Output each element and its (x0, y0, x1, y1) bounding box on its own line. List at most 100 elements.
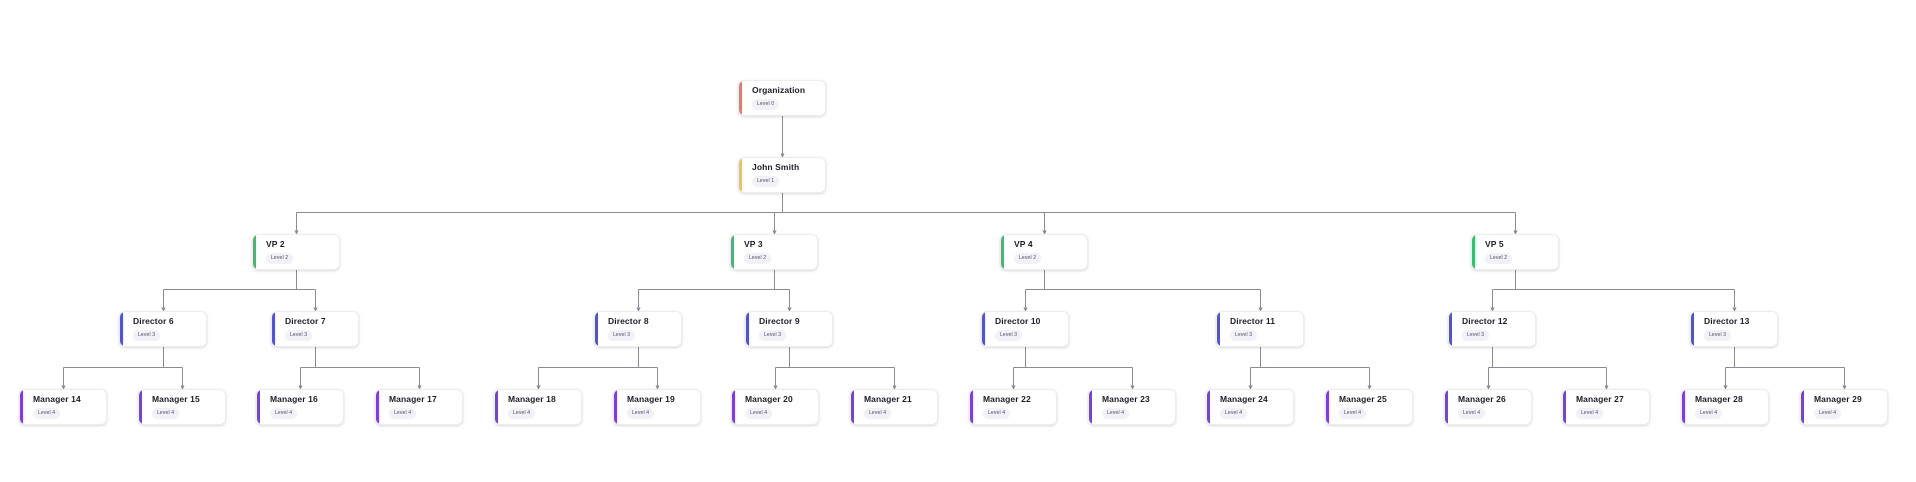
node-level-accent-bar (739, 158, 742, 192)
node-body: Manager 27 Level 4 (1566, 390, 1649, 424)
node-level-badge: Level 4 (1458, 407, 1486, 419)
node-body: VP 2 Level 2 (256, 235, 339, 269)
node-title: Director 11 (1230, 316, 1276, 327)
node-title: Director 6 (133, 316, 174, 327)
org-node-manager-17[interactable]: Manager 17 Level 4 (375, 389, 463, 425)
node-level-badge: Level 4 (1102, 407, 1130, 419)
node-title: Manager 19 (627, 394, 675, 405)
node-level-badge: Level 4 (152, 407, 180, 419)
node-level-accent-bar (1801, 390, 1804, 424)
org-node-manager-20[interactable]: Manager 20 Level 4 (731, 389, 819, 425)
node-level-badge: Level 2 (1485, 252, 1513, 264)
node-title: VP 2 (266, 239, 285, 250)
org-node-manager-27[interactable]: Manager 27 Level 4 (1562, 389, 1650, 425)
node-level-badge: Level 3 (1230, 329, 1258, 341)
org-node-manager-28[interactable]: Manager 28 Level 4 (1681, 389, 1769, 425)
node-level-badge: Level 0 (752, 98, 780, 110)
node-level-badge: Level 4 (1576, 407, 1604, 419)
node-title: Manager 22 (983, 394, 1031, 405)
node-level-badge: Level 4 (508, 407, 536, 419)
node-body: Manager 17 Level 4 (379, 390, 462, 424)
node-level-accent-bar (1089, 390, 1092, 424)
node-level-accent-bar (1563, 390, 1566, 424)
node-level-badge: Level 4 (389, 407, 417, 419)
org-node-director-8[interactable]: Director 8 Level 3 (594, 311, 682, 347)
org-node-manager-22[interactable]: Manager 22 Level 4 (969, 389, 1057, 425)
node-title: Manager 25 (1339, 394, 1387, 405)
node-level-badge: Level 4 (1814, 407, 1842, 419)
node-title: VP 4 (1014, 239, 1033, 250)
node-title: Manager 27 (1576, 394, 1624, 405)
node-level-badge: Level 1 (752, 175, 780, 187)
node-level-badge: Level 4 (983, 407, 1011, 419)
node-title: Organization (752, 85, 806, 96)
node-body: Manager 28 Level 4 (1685, 390, 1768, 424)
node-title: Manager 20 (745, 394, 793, 405)
node-level-badge: Level 3 (285, 329, 313, 341)
node-level-badge: Level 3 (608, 329, 636, 341)
node-body: Manager 20 Level 4 (735, 390, 818, 424)
node-level-accent-bar (970, 390, 973, 424)
node-level-accent-bar (1682, 390, 1685, 424)
node-body: Manager 22 Level 4 (973, 390, 1056, 424)
node-level-accent-bar (1207, 390, 1210, 424)
node-body: Director 8 Level 3 (598, 312, 681, 346)
node-level-badge: Level 2 (266, 252, 294, 264)
node-title: John Smith (752, 162, 800, 173)
node-level-accent-bar (20, 390, 23, 424)
node-level-badge: Level 4 (745, 407, 773, 419)
node-level-accent-bar (746, 312, 749, 346)
node-body: Director 11 Level 3 (1220, 312, 1303, 346)
node-level-badge: Level 4 (1695, 407, 1723, 419)
node-level-accent-bar (257, 390, 260, 424)
node-level-accent-bar (376, 390, 379, 424)
node-level-badge: Level 3 (1462, 329, 1490, 341)
node-level-accent-bar (731, 235, 734, 269)
node-level-badge: Level 3 (1704, 329, 1732, 341)
node-title: Director 8 (608, 316, 649, 327)
org-node-director-11[interactable]: Director 11 Level 3 (1216, 311, 1304, 347)
node-title: Director 13 (1704, 316, 1750, 327)
node-title: Manager 17 (389, 394, 437, 405)
node-level-accent-bar (272, 312, 275, 346)
org-node-vp-2[interactable]: VP 2 Level 2 (252, 234, 340, 270)
node-level-accent-bar (253, 235, 256, 269)
org-node-director-13[interactable]: Director 13 Level 3 (1690, 311, 1778, 347)
node-level-accent-bar (1691, 312, 1694, 346)
node-title: Manager 28 (1695, 394, 1743, 405)
node-level-accent-bar (732, 390, 735, 424)
